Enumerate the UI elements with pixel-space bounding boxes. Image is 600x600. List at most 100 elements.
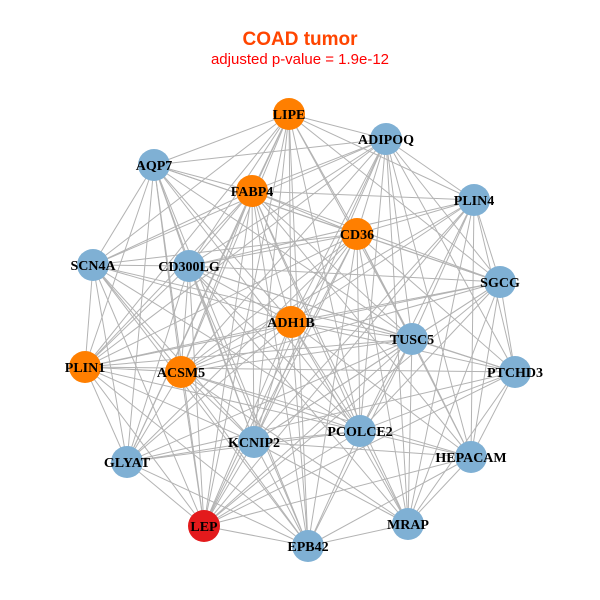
node-label: CD300LG: [158, 260, 220, 275]
edge-ADH1B-EPB42: [290, 321, 309, 547]
edge-TUSC5-GLYAT: [126, 338, 413, 463]
node-scn4a: SCN4A: [70, 249, 116, 281]
node-circle: [69, 351, 101, 383]
node-circle: [165, 356, 197, 388]
node-lipe: LIPE: [273, 98, 306, 130]
edge-KCNIP2-LEP: [203, 441, 255, 527]
edge-PLIN4-TUSC5: [411, 199, 475, 340]
node-plin4: PLIN4: [454, 184, 494, 216]
edge-ADIPOQ-HEPACAM: [385, 138, 472, 458]
edge-SCN4A-PLIN1: [84, 264, 94, 368]
edge-TUSC5-ACSM5: [180, 338, 413, 373]
edge-CD36-ACSM5: [180, 233, 358, 373]
edge-FABP4-SGCG: [251, 190, 501, 283]
chart-title: COAD tumor: [242, 29, 358, 50]
edge-PTCHD3-PCOLCE2: [359, 371, 516, 432]
node-label: ADH1B: [267, 316, 314, 331]
edge-PLIN1-EPB42: [84, 366, 309, 547]
edge-ACSM5-EPB42: [180, 371, 309, 547]
edge-KCNIP2-MRAP: [253, 441, 409, 525]
node-circle: [341, 218, 373, 250]
edge-CD36-CD300LG: [188, 233, 358, 267]
edge-SCN4A-PCOLCE2: [92, 264, 361, 432]
node-lep: LEP: [188, 510, 220, 542]
edge-ADIPOQ-PTCHD3: [385, 138, 516, 373]
edge-CD36-EPB42: [307, 233, 358, 547]
node-label: PLIN1: [65, 361, 105, 376]
edge-FABP4-PLIN1: [84, 190, 253, 368]
edge-PLIN1-ACSM5: [84, 366, 182, 373]
node-label: LEP: [190, 520, 218, 535]
edge-FABP4-EPB42: [251, 190, 309, 547]
edge-KCNIP2-EPB42: [253, 441, 309, 547]
edge-PLIN1-GLYAT: [84, 366, 128, 463]
edge-TUSC5-HEPACAM: [411, 338, 472, 458]
edge-CD300LG-EPB42: [188, 265, 309, 547]
node-circle: [238, 426, 270, 458]
edge-AQP7-SCN4A: [92, 164, 155, 266]
edge-ADIPOQ-AQP7: [153, 138, 387, 166]
edge-PLIN4-ACSM5: [180, 199, 475, 373]
edge-SGCG-PCOLCE2: [359, 281, 501, 432]
node-glyat: GLYAT: [104, 446, 151, 478]
edge-AQP7-LEP: [153, 164, 205, 527]
edge-ADH1B-LEP: [203, 321, 292, 527]
edge-PLIN4-LEP: [203, 199, 475, 527]
edge-AQP7-TUSC5: [153, 164, 413, 340]
edge-layer: [84, 113, 516, 547]
node-tusc5: TUSC5: [390, 323, 434, 355]
node-label: FABP4: [231, 185, 274, 200]
edge-LIPE-PLIN1: [84, 113, 290, 368]
node-label: ADIPOQ: [358, 133, 414, 148]
edge-PTCHD3-GLYAT: [126, 371, 516, 463]
node-ptchd3: PTCHD3: [487, 356, 543, 388]
node-label: LIPE: [273, 108, 306, 123]
node-acsm5: ACSM5: [157, 356, 205, 388]
edge-TUSC5-MRAP: [407, 338, 413, 525]
node-hepacam: HEPACAM: [435, 441, 507, 473]
edge-KCNIP2-HEPACAM: [253, 441, 472, 458]
edge-ACSM5-HEPACAM: [180, 371, 472, 458]
node-circle: [77, 249, 109, 281]
edge-PLIN4-CD36: [356, 199, 475, 235]
edge-ADIPOQ-CD36: [356, 138, 387, 235]
edge-ADIPOQ-ADH1B: [290, 138, 387, 323]
edge-LIPE-KCNIP2: [253, 113, 290, 443]
edge-ACSM5-PCOLCE2: [180, 371, 361, 432]
edge-PLIN4-HEPACAM: [470, 199, 475, 458]
edge-LIPE-SGCG: [288, 113, 501, 283]
node-sgcg: SGCG: [480, 266, 520, 298]
node-circle: [188, 510, 220, 542]
edge-ADH1B-KCNIP2: [253, 321, 292, 443]
edge-SGCG-LEP: [203, 281, 501, 527]
node-fabp4: FABP4: [231, 175, 274, 207]
node-circle: [111, 446, 143, 478]
node-cd36: CD36: [340, 218, 374, 250]
edge-TUSC5-PCOLCE2: [359, 338, 413, 432]
edge-ADIPOQ-MRAP: [385, 138, 409, 525]
edge-SCN4A-TUSC5: [92, 264, 413, 340]
edge-FABP4-CD36: [251, 190, 358, 235]
edge-HEPACAM-EPB42: [307, 456, 472, 547]
node-label: SGCG: [480, 276, 520, 291]
node-label: PCOLCE2: [327, 425, 392, 440]
node-label: KCNIP2: [228, 436, 280, 451]
edge-ADIPOQ-CD300LG: [188, 138, 387, 267]
edge-PCOLCE2-EPB42: [307, 430, 361, 547]
node-label: GLYAT: [104, 456, 151, 471]
node-cd300lg: CD300LG: [158, 250, 220, 282]
edge-PLIN4-PCOLCE2: [359, 199, 475, 432]
edge-ADIPOQ-TUSC5: [385, 138, 413, 340]
node-aqp7: AQP7: [136, 149, 172, 181]
node-label: HEPACAM: [435, 451, 506, 466]
edge-CD300LG-LEP: [188, 265, 205, 527]
edge-AQP7-PCOLCE2: [153, 164, 361, 432]
edge-CD36-LEP: [203, 233, 358, 527]
node-label: EPB42: [287, 540, 328, 555]
node-circle: [499, 356, 531, 388]
edge-SGCG-MRAP: [407, 281, 501, 525]
node-label: TUSC5: [390, 333, 434, 348]
edge-PCOLCE2-HEPACAM: [359, 430, 472, 458]
edge-PLIN1-PTCHD3: [84, 366, 516, 373]
